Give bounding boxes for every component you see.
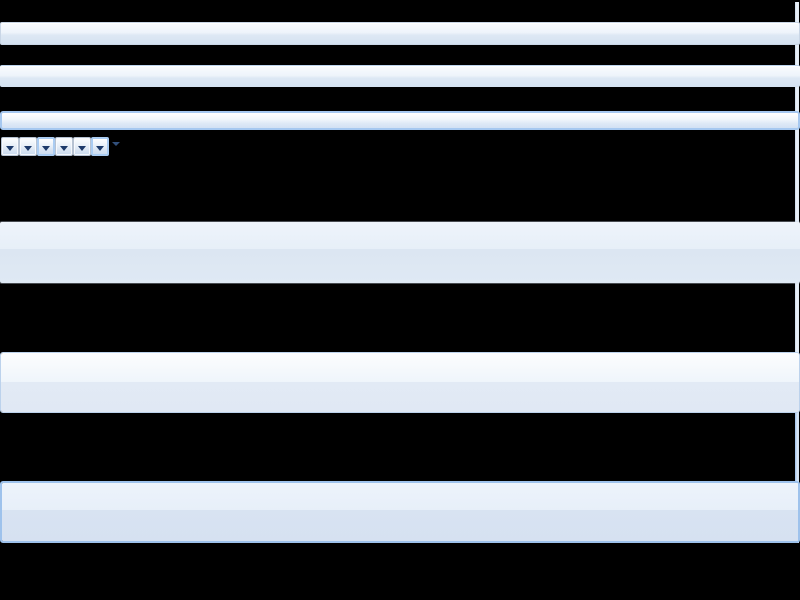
overflow-chevron-icon[interactable] [112,142,120,146]
dropdown-button-row [1,137,109,156]
panel-3-body [2,510,798,541]
dropdown-button[interactable] [19,137,37,156]
chevron-down-icon [96,145,104,151]
search-input-bar[interactable] [0,111,800,130]
panel-1-body [0,249,800,283]
dropdown-button[interactable] [91,137,109,156]
chevron-down-icon [78,145,86,151]
dropdown-button[interactable] [55,137,73,156]
panel-1-header [0,222,800,249]
chevron-down-icon [24,145,32,151]
dropdown-button[interactable] [37,137,55,156]
toolbar-second[interactable] [0,65,800,87]
scrollbar-thumb[interactable] [795,413,799,481]
chevron-down-icon [6,145,14,151]
panel-3-header [2,483,798,510]
panel-2-body [1,382,799,412]
dropdown-button[interactable] [73,137,91,156]
toolbar-top[interactable] [0,22,800,45]
panel-1 [0,222,800,283]
panel-2 [0,352,800,413]
chevron-down-icon [42,145,50,151]
panel-3 [0,481,800,543]
chevron-down-icon [60,145,68,151]
dropdown-button[interactable] [1,137,19,156]
panel-2-header [1,353,799,382]
